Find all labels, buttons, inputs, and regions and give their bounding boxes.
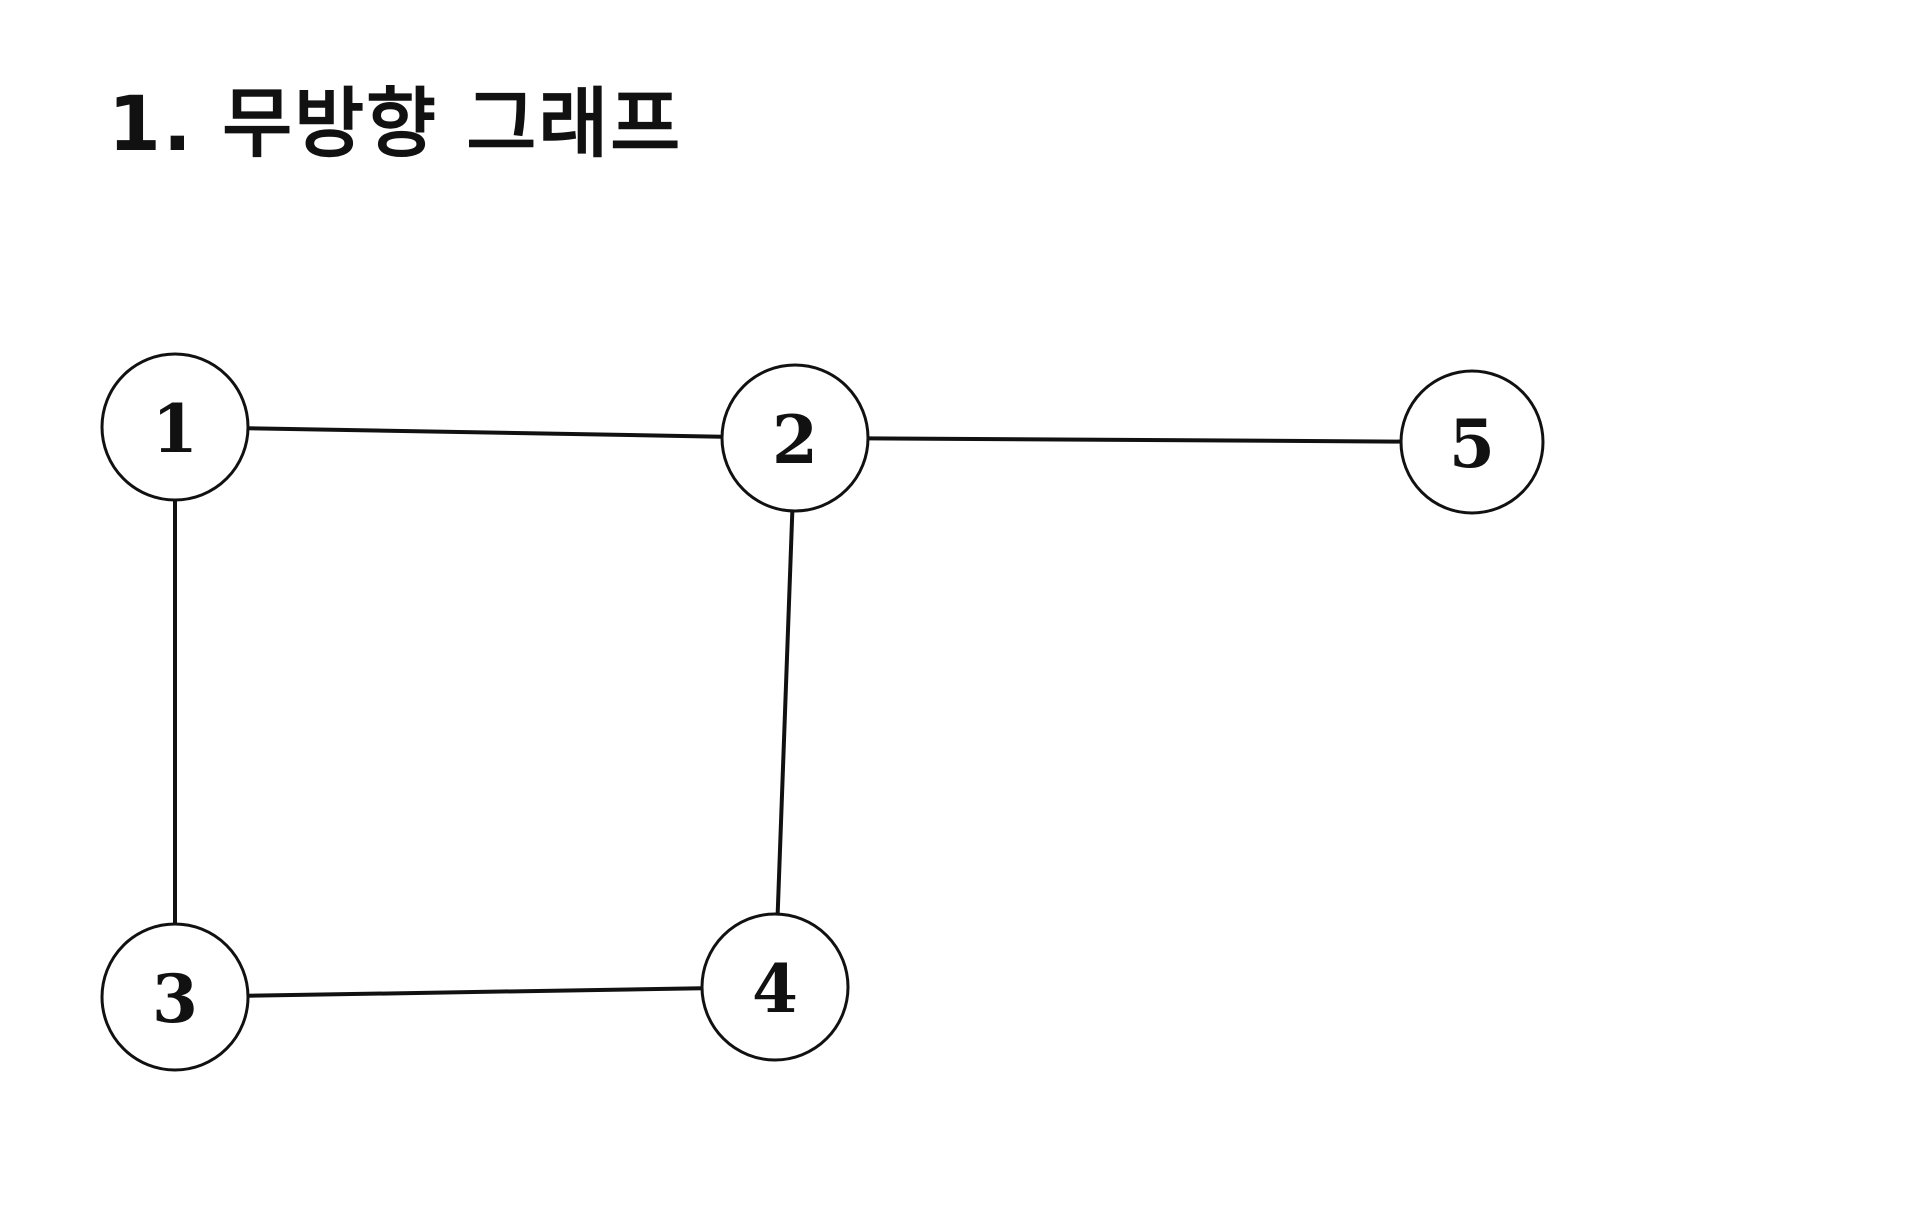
node-label-3: 3 bbox=[152, 960, 198, 1038]
edge-3-4 bbox=[247, 986, 703, 998]
node-2: 2 bbox=[720, 363, 870, 513]
node-circle-5 bbox=[1399, 369, 1545, 515]
node-3: 3 bbox=[100, 922, 250, 1072]
graph-nodes: 1 2 3 4 5 bbox=[100, 352, 1545, 1072]
edge-2-5 bbox=[867, 436, 1402, 444]
node-circle-4 bbox=[700, 912, 850, 1062]
node-4: 4 bbox=[700, 912, 850, 1062]
node-label-2: 2 bbox=[772, 401, 818, 479]
edge-2-4 bbox=[775, 510, 795, 915]
node-label-5: 5 bbox=[1449, 405, 1495, 483]
node-label-4: 4 bbox=[752, 950, 798, 1028]
edge-1-2 bbox=[247, 426, 723, 439]
diagram-title: 1. 무방향 그래프 bbox=[108, 79, 683, 168]
node-1: 1 bbox=[100, 352, 250, 502]
node-5: 5 bbox=[1399, 369, 1545, 515]
node-label-1: 1 bbox=[152, 390, 198, 468]
graph-edges bbox=[173, 426, 1402, 998]
node-circle-1 bbox=[100, 352, 250, 502]
node-circle-2 bbox=[720, 363, 870, 513]
node-circle-3 bbox=[100, 922, 250, 1072]
